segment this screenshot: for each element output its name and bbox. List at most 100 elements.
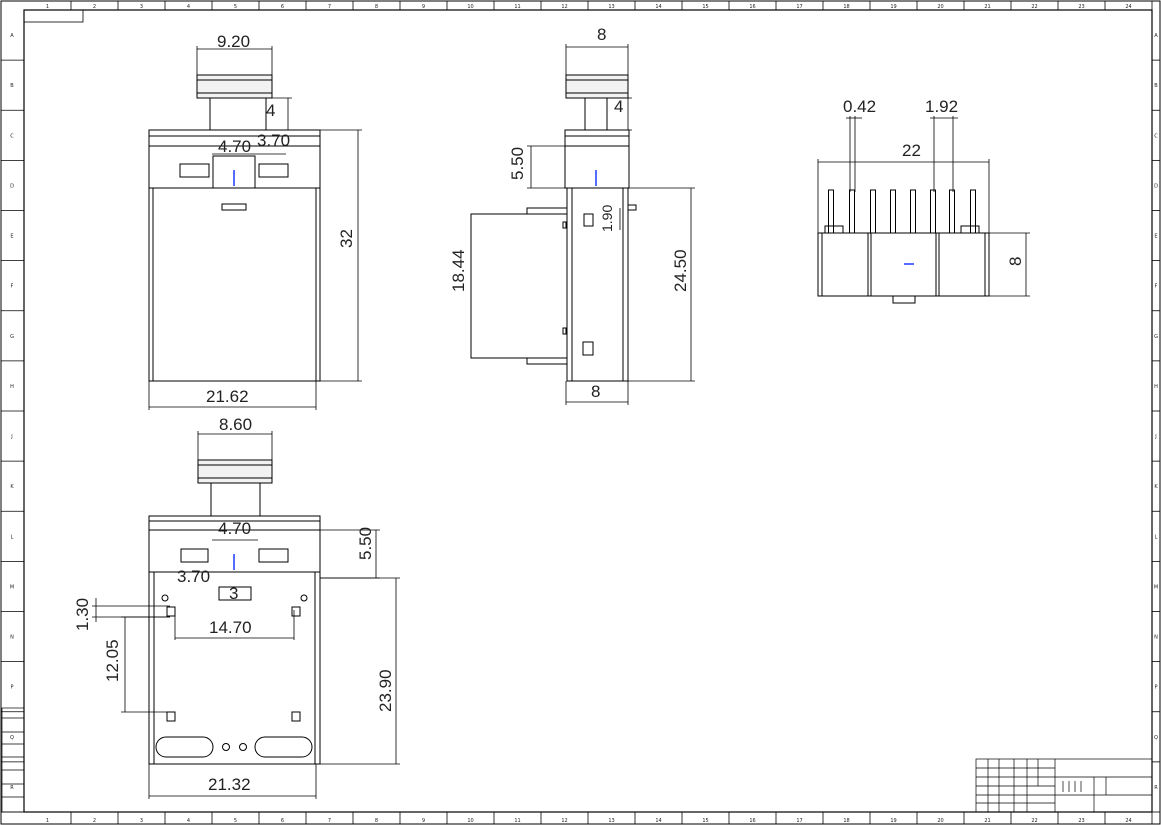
border-column-label: 3 [140, 818, 143, 824]
border-column-label: 12 [561, 818, 567, 824]
rear-hole-offset-label: 1.30 [73, 598, 92, 631]
border-row-label: M [1154, 584, 1158, 590]
border-row-label: Q [10, 735, 14, 741]
border-row-label: A [1154, 33, 1158, 39]
border-column-label: 17 [796, 818, 802, 824]
rear-slot-a-label: 3.70 [177, 567, 210, 586]
border-column-label: 19 [890, 4, 896, 10]
border-row-label: C [1154, 133, 1158, 139]
border-column-label: 1 [46, 818, 49, 824]
border-column-label: 2 [93, 4, 96, 10]
border-column-label: 6 [281, 4, 284, 10]
border-row-label: D [1154, 183, 1158, 189]
front-dim-lines [148, 46, 362, 410]
border-column-label: 1 [46, 4, 49, 10]
border-column-label: 6 [281, 818, 284, 824]
border-row-label: K [10, 484, 14, 490]
border-row-label: R [1154, 785, 1158, 791]
border-column-label: 11 [514, 818, 520, 824]
side-dim-lines [470, 44, 695, 405]
border-column-label: 4 [187, 818, 190, 824]
border-row-label: E [10, 234, 13, 240]
rear-stem-label: 4.70 [218, 519, 251, 538]
border-column-label: 15 [702, 4, 708, 10]
border-row-label: Q [1154, 735, 1158, 741]
border-column-label: 23 [1078, 4, 1084, 10]
border-row-label: F [1155, 284, 1158, 290]
border-column-label: 8 [375, 818, 378, 824]
border-row-label: D [10, 183, 14, 189]
top-dim-lines [817, 116, 1030, 297]
rear-slot-b-label: 3 [229, 584, 238, 603]
border-column-label: 2 [93, 818, 96, 824]
border-column-label: 10 [467, 4, 473, 10]
pin [970, 189, 976, 234]
front-cap-height-label: 4 [266, 101, 275, 120]
pin [849, 189, 855, 234]
pin [949, 189, 955, 234]
border-column-label: 18 [843, 4, 849, 10]
border-column-label: 12 [561, 4, 567, 10]
top-pin-row [828, 189, 976, 234]
border-column-label: 9 [422, 4, 425, 10]
border-column-label: 22 [1031, 818, 1037, 824]
pin [890, 189, 896, 234]
border-column-label: 4 [187, 4, 190, 10]
border-column-label: 10 [467, 818, 473, 824]
front-cap-width-label: 9.20 [217, 32, 250, 51]
rear-body-height-label: 23.90 [376, 669, 395, 712]
border-row-label: N [1154, 635, 1158, 641]
border-column-label: 5 [234, 4, 237, 10]
border-row-label: R [10, 785, 14, 791]
pin [828, 189, 834, 234]
border-row-label: B [10, 83, 14, 89]
border-row-label: H [10, 384, 14, 390]
title-block [975, 758, 1153, 813]
border-column-label: 5 [234, 818, 237, 824]
front-stem-a-label: 4.70 [218, 137, 251, 156]
side-view [470, 74, 637, 382]
border-column-label: 20 [937, 4, 943, 10]
rear-width-label: 21.32 [208, 775, 251, 794]
border-row-label: N [10, 635, 14, 641]
front-stem-b-label: 3.70 [257, 131, 290, 150]
border-column-label: 17 [796, 4, 802, 10]
front-width-label: 21.62 [206, 387, 249, 406]
border-row-label: C [10, 133, 14, 139]
border-row-label: K [1154, 484, 1158, 490]
front-view [148, 74, 321, 382]
rear-cap-width-label: 8.60 [219, 415, 252, 434]
top-view [817, 225, 990, 304]
front-height-label: 32 [337, 229, 356, 248]
border-row-label: B [1154, 83, 1158, 89]
border-row-label: L [11, 534, 14, 540]
border-column-label: 21 [984, 4, 990, 10]
border-row-label: J [1154, 434, 1156, 440]
border-column-label: 18 [843, 818, 849, 824]
border-row-label: A [10, 33, 14, 39]
border-column-label: 23 [1078, 818, 1084, 824]
rear-hole-span-label: 14.70 [209, 618, 252, 637]
rear-upper-label: 5.50 [356, 527, 375, 560]
border-column-label: 16 [749, 818, 755, 824]
border-column-label: 24 [1125, 818, 1131, 824]
border-row-label: M [10, 584, 14, 590]
border-column-label: 13 [608, 4, 614, 10]
side-upper-label: 5.50 [508, 147, 527, 180]
border-row-label: G [1154, 334, 1158, 340]
pin [910, 189, 916, 234]
side-cap-height-label: 4 [614, 97, 623, 116]
border-column-label: 8 [375, 4, 378, 10]
side-total-height-label: 24.50 [671, 249, 690, 292]
top-overall-label: 22 [902, 141, 921, 160]
revision-strip [1, 707, 25, 813]
border-column-label: 11 [514, 4, 520, 10]
border-row-label: L [1155, 534, 1158, 540]
side-cap-width-label: 8 [597, 25, 606, 44]
border-row-label: P [10, 685, 13, 691]
pin [870, 189, 876, 234]
border-column-label: 22 [1031, 4, 1037, 10]
border-column-label: 24 [1125, 4, 1131, 10]
rear-hole-vertical-label: 12.05 [103, 639, 122, 682]
